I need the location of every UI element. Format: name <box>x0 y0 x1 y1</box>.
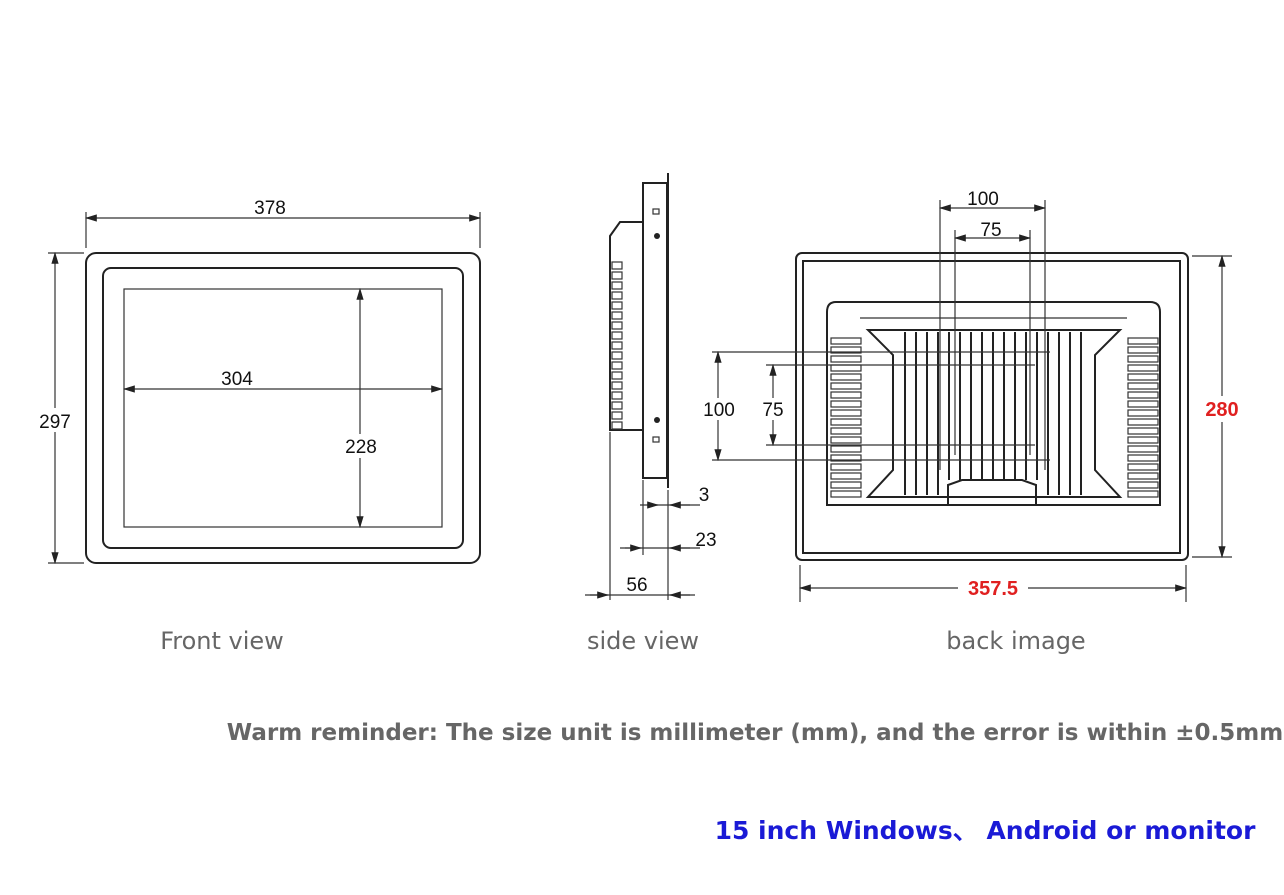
left-fin <box>830 472 862 480</box>
screen-width-label: 304 <box>221 369 253 390</box>
screen-height-label: 228 <box>345 437 377 458</box>
left-fin <box>830 364 862 372</box>
product-footer: 15 inch Windows、 Android or monitor <box>715 816 1257 845</box>
left-fin <box>830 337 862 345</box>
vesa-outer-label: 100 <box>967 189 999 210</box>
left-fin <box>830 427 862 435</box>
side-dim-56: 56 <box>626 575 647 596</box>
left-fin <box>830 463 862 471</box>
left-fin <box>830 355 862 363</box>
left-fin <box>830 382 862 390</box>
back-width-label: 357.5 <box>968 578 1018 600</box>
right-fin <box>1127 346 1159 354</box>
front-view-caption: Front view <box>160 627 284 655</box>
right-fin <box>1127 490 1159 498</box>
right-fin <box>1127 409 1159 417</box>
vesa-inner-label: 75 <box>980 220 1001 241</box>
right-fin <box>1127 400 1159 408</box>
front-height-label: 297 <box>39 412 71 433</box>
right-fin <box>1127 472 1159 480</box>
right-fin <box>1127 418 1159 426</box>
side-fin <box>611 351 623 360</box>
right-fin <box>1127 391 1159 399</box>
left-fin <box>830 400 862 408</box>
right-fin <box>1127 382 1159 390</box>
back-view: 100 75 100 75 280 357.5 back image <box>700 189 1246 655</box>
side-dim-23: 23 <box>695 530 716 551</box>
left-fin <box>830 346 862 354</box>
right-fin <box>1127 463 1159 471</box>
front-view: 378 297 304 228 Front view <box>36 198 482 655</box>
side-fin <box>611 321 623 330</box>
side-fin <box>611 421 623 430</box>
side-fin <box>611 391 623 400</box>
right-fin <box>1127 427 1159 435</box>
side-view: 3 23 56 side view <box>585 173 717 655</box>
side-fin <box>611 411 623 420</box>
side-fin <box>611 291 623 300</box>
right-fin <box>1127 337 1159 345</box>
right-fin <box>1127 481 1159 489</box>
side-fin <box>611 301 623 310</box>
left-fin <box>830 445 862 453</box>
left-fin <box>830 490 862 498</box>
vesa-inner-v-label: 75 <box>762 400 783 421</box>
side-fin <box>611 371 623 380</box>
right-fin <box>1127 436 1159 444</box>
left-fin <box>830 454 862 462</box>
side-view-caption: side view <box>587 627 699 655</box>
right-fin <box>1127 373 1159 381</box>
side-fin <box>611 341 623 350</box>
side-fin <box>611 381 623 390</box>
side-fin <box>611 311 623 320</box>
vesa-outer-v-label: 100 <box>703 400 735 421</box>
right-fin <box>1127 445 1159 453</box>
warm-reminder-note: Warm reminder: The size unit is millimet… <box>227 720 1283 746</box>
left-fin <box>830 409 862 417</box>
right-fin <box>1127 355 1159 363</box>
side-fin <box>611 271 623 280</box>
side-fin <box>611 281 623 290</box>
side-fin <box>611 331 623 340</box>
right-fin <box>1127 454 1159 462</box>
front-width-label: 378 <box>254 198 286 219</box>
left-fin <box>830 373 862 381</box>
back-height-label: 280 <box>1205 399 1238 421</box>
back-view-caption: back image <box>946 627 1085 655</box>
left-fin <box>830 391 862 399</box>
side-fin <box>611 261 623 270</box>
left-fin <box>830 481 862 489</box>
right-fin <box>1127 364 1159 372</box>
left-fin <box>830 418 862 426</box>
side-dim-3: 3 <box>699 485 710 506</box>
side-fin <box>611 361 623 370</box>
left-fin <box>830 436 862 444</box>
side-fin <box>611 401 623 410</box>
